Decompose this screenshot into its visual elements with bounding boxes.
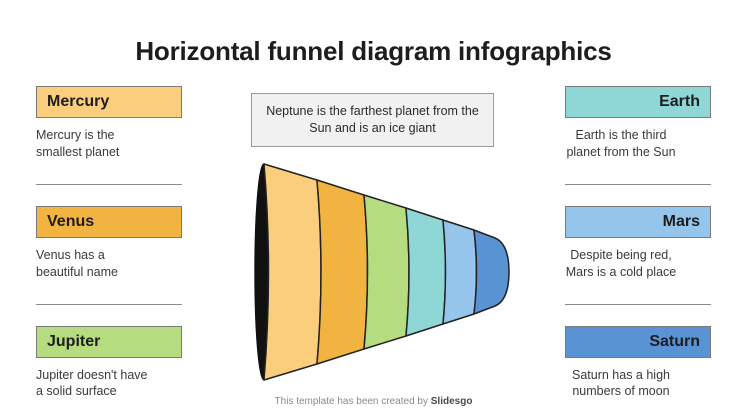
divider — [565, 303, 711, 305]
left-column: Mercury Mercury is the smallest planet V… — [36, 86, 216, 400]
list-item-earth[interactable]: Earth Earth is the third planet from the… — [531, 86, 711, 161]
desc-jupiter: Jupiter doesn't have a solid surface — [36, 367, 148, 399]
list-item-mars[interactable]: Mars Despite being red, Mars is a cold p… — [531, 183, 711, 281]
funnel-body — [254, 163, 510, 381]
footer-credit: This template has been created by Slides… — [0, 396, 747, 407]
divider — [565, 183, 711, 185]
desc-earth: Earth is the third planet from the Sun — [566, 128, 676, 159]
funnel-diagram — [254, 163, 510, 381]
chip-jupiter[interactable]: Jupiter — [36, 325, 182, 358]
page-title: Horizontal funnel diagram infographics — [135, 36, 612, 66]
chip-earth[interactable]: Earth — [565, 86, 711, 118]
right-column: Earth Earth is the third planet from the… — [531, 86, 711, 400]
funnel-segment-earth[interactable] — [405, 207, 447, 337]
funnel-segment-venus[interactable] — [316, 179, 369, 365]
funnel-segment-mercury[interactable] — [263, 163, 322, 381]
desc-saturn: Saturn has a high numbers of moon — [572, 367, 670, 399]
chip-label: Earth — [659, 93, 700, 110]
list-item-saturn[interactable]: Saturn Saturn has a high numbers of moon — [531, 303, 711, 401]
chip-mars[interactable]: Mars — [565, 205, 711, 238]
list-item-venus[interactable]: Venus Venus has a beautiful name — [36, 183, 216, 281]
callout-neptune[interactable]: Neptune is the farthest planet from the … — [251, 93, 494, 147]
funnel-segment-saturn[interactable] — [473, 229, 510, 315]
list-item-jupiter[interactable]: Jupiter Jupiter doesn't have a solid sur… — [36, 303, 216, 401]
funnel-segment-mars[interactable] — [442, 219, 478, 325]
desc-mercury: Mercury is the smallest planet — [36, 128, 120, 159]
chip-saturn[interactable]: Saturn — [565, 325, 711, 358]
footer-prefix: This template has been created by — [274, 396, 431, 407]
desc-mars: Despite being red, Mars is a cold place — [565, 247, 677, 279]
divider — [36, 183, 182, 185]
desc-venus: Venus has a beautiful name — [36, 247, 119, 279]
chip-label: Mars — [662, 212, 700, 230]
funnel-segment-jupiter[interactable] — [363, 194, 410, 350]
chip-label: Jupiter — [47, 332, 101, 350]
callout-text: Neptune is the farthest planet from the … — [266, 104, 479, 135]
chip-venus[interactable]: Venus — [36, 205, 182, 238]
chip-label: Venus — [47, 212, 95, 230]
chip-mercury[interactable]: Mercury — [36, 86, 182, 118]
chip-label: Saturn — [649, 332, 700, 350]
footer-brand: Slidesgo — [430, 396, 473, 407]
list-item-mercury[interactable]: Mercury Mercury is the smallest planet — [36, 86, 216, 161]
chip-label: Mercury — [47, 93, 110, 110]
divider — [36, 303, 182, 305]
